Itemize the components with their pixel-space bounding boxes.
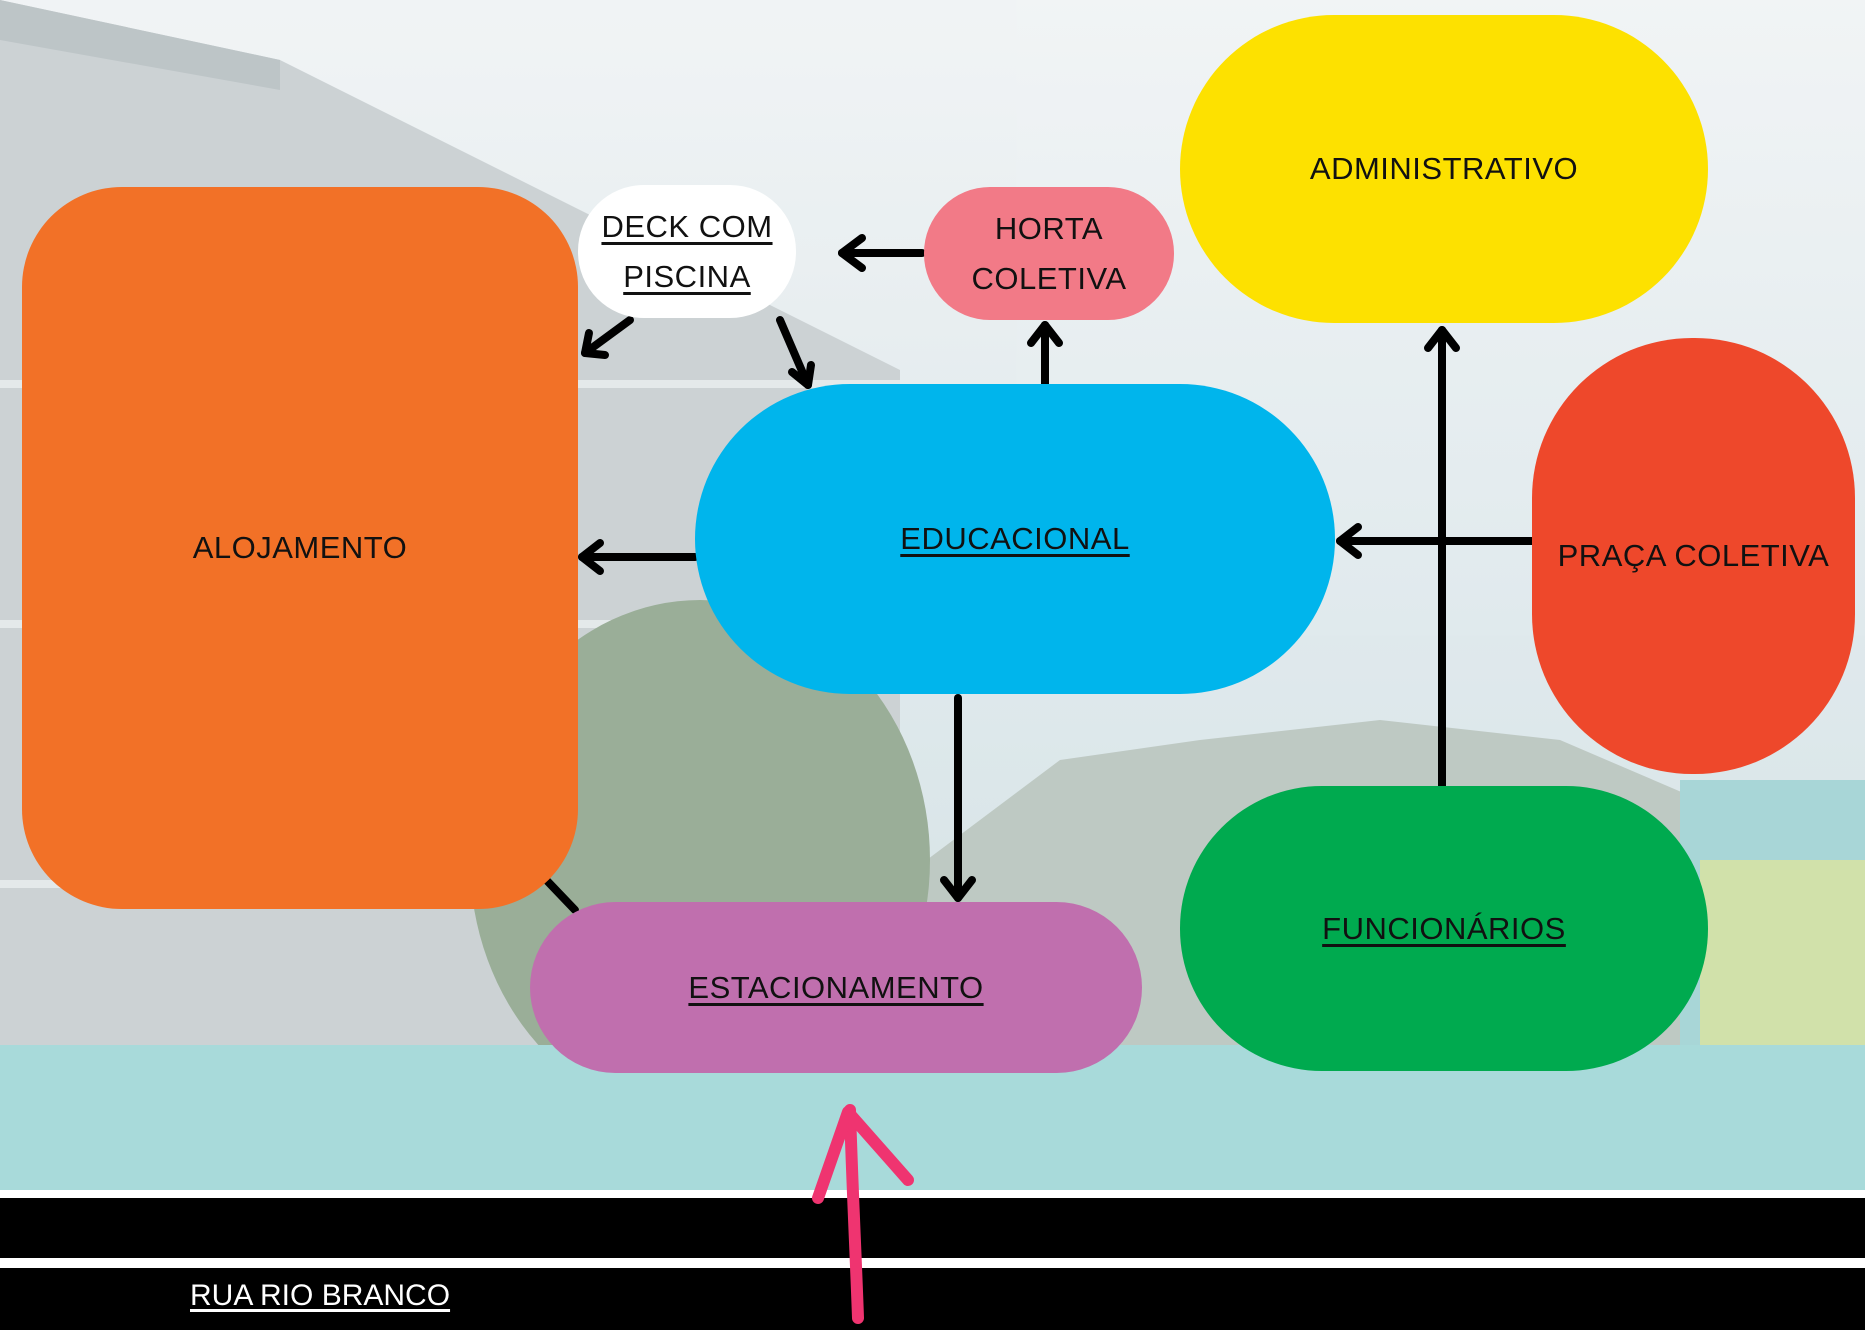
funcionarios-label[interactable]: FUNCIONÁRIOS <box>1322 910 1566 946</box>
praca-label: PRAÇA COLETIVA <box>1557 538 1830 574</box>
administrativo-node: ADMINISTRATIVO <box>1180 15 1708 323</box>
arrow-educacional-to-horta <box>1027 321 1063 388</box>
horta-label-line2: COLETIVA <box>971 260 1127 296</box>
street-lane-bottom <box>0 1268 1865 1330</box>
arrow-educacional-to-alojamento <box>578 539 699 575</box>
arrow-deck-to-alojamento <box>581 316 634 359</box>
praca-coletiva-node: PRAÇA COLETIVA <box>1532 338 1855 774</box>
arrow-educacional-to-estacionamento <box>940 694 976 902</box>
arrow-praca-to-educacional <box>1336 523 1536 559</box>
educacional-label[interactable]: EDUCACIONAL <box>900 521 1130 557</box>
horta-label-line1: HORTA <box>994 210 1104 246</box>
horta-coletiva-node: HORTA COLETIVA <box>924 187 1174 320</box>
arrow-funcionarios-to-administrativo <box>1424 326 1460 790</box>
administrativo-label: ADMINISTRATIVO <box>1309 151 1579 187</box>
deck-label-line1[interactable]: DECK COM <box>601 208 773 244</box>
educacional-node[interactable]: EDUCACIONAL <box>695 384 1335 694</box>
arrow-horta-to-deck <box>838 234 926 272</box>
estacionamento-node[interactable]: ESTACIONAMENTO <box>530 902 1142 1073</box>
funcionarios-node[interactable]: FUNCIONÁRIOS <box>1180 786 1708 1071</box>
deck-label-line2[interactable]: PISCINA <box>623 258 751 294</box>
arrow-deck-to-educacional <box>776 316 815 389</box>
alojamento-node: ALOJAMENTO <box>22 187 578 909</box>
estacionamento-label[interactable]: ESTACIONAMENTO <box>688 969 984 1005</box>
alojamento-label: ALOJAMENTO <box>192 530 408 566</box>
street-name-link[interactable]: RUA RIO BRANCO <box>190 1279 451 1312</box>
street-lane-top <box>0 1198 1865 1258</box>
deck-com-piscina-node[interactable]: DECK COM PISCINA <box>578 185 796 318</box>
street <box>0 1190 1865 1334</box>
entrance-arrow <box>812 1104 914 1324</box>
